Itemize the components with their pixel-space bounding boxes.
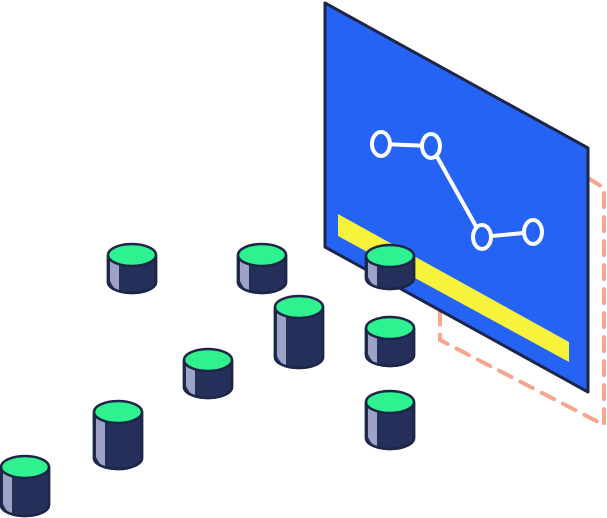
cylinder-highlight (368, 404, 377, 448)
chart-point (522, 218, 544, 246)
cylinder-block-icon (106, 242, 158, 295)
cylinder-top (364, 243, 416, 269)
line-chart-icon (370, 130, 544, 251)
chart-point (471, 223, 493, 251)
cylinder-block-icon (92, 399, 144, 471)
dashed-frame-outline (438, 176, 606, 429)
chart-point (420, 132, 442, 160)
cylinder-highlight (277, 309, 286, 367)
cylinder-top (273, 294, 325, 320)
cylinder-outline (182, 360, 234, 400)
cylinder-highlight (96, 414, 105, 468)
cylinder-top (0, 454, 51, 480)
cylinder-outline (0, 467, 51, 518)
cylinder-outline (364, 402, 416, 451)
chart-panel (323, 1, 590, 394)
cylinder-top (106, 242, 158, 268)
cylinder-outline (236, 255, 288, 295)
cylinder-highlight (3, 469, 12, 515)
cylinder-block-icon (182, 347, 234, 400)
cylinder-highlight (368, 330, 377, 365)
cylinder-highlight (186, 362, 195, 397)
cylinder-outline (364, 328, 416, 368)
cylinder-block-icon (0, 454, 51, 518)
chart-point (370, 130, 392, 158)
cylinder-top (92, 399, 144, 425)
cylinder-block-icon (236, 242, 288, 295)
cylinder-top (364, 389, 416, 415)
cylinder-block-icon (364, 389, 416, 451)
cylinder-outline (273, 307, 325, 370)
cylinder-highlight (110, 257, 119, 292)
cylinder-block-icon (273, 294, 325, 370)
cylinder-top (236, 242, 288, 268)
cylinder-outline (364, 256, 416, 291)
cylinder-top (182, 347, 234, 373)
chart-line (380, 142, 534, 239)
cylinder-top (364, 315, 416, 341)
cylinder-block-icon (364, 315, 416, 368)
cylinder-highlight (240, 257, 249, 292)
cylinder-outline (106, 255, 158, 295)
cylinder-outline (92, 412, 144, 471)
cylinder-group (0, 242, 416, 518)
cylinder-block-icon (364, 243, 416, 291)
